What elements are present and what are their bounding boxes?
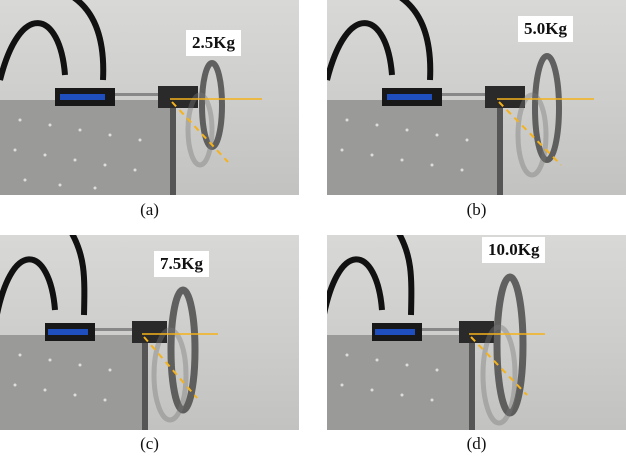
panel-b-photo: 5.0Kg bbox=[327, 0, 626, 195]
panel-a-photo: 2.5Kg bbox=[0, 0, 299, 195]
caption-a: (a) bbox=[140, 200, 159, 219]
load-label: 5.0Kg bbox=[518, 16, 573, 42]
panel-c-photo: 7.5Kg bbox=[0, 235, 299, 430]
caption-d: (d) bbox=[466, 434, 487, 453]
caption-c: (c) bbox=[140, 434, 159, 453]
gripper-photo-illustration bbox=[327, 0, 594, 195]
gripper-photo-illustration bbox=[0, 235, 218, 430]
gripper-photo-illustration bbox=[0, 0, 262, 195]
load-label: 10.0Kg bbox=[482, 237, 546, 263]
caption-b: (b) bbox=[466, 200, 487, 219]
load-label: 7.5Kg bbox=[154, 251, 209, 277]
load-label: 2.5Kg bbox=[186, 30, 241, 56]
gripper-photo-illustration bbox=[327, 235, 545, 430]
panel-d-photo: 10.0Kg bbox=[327, 235, 626, 430]
